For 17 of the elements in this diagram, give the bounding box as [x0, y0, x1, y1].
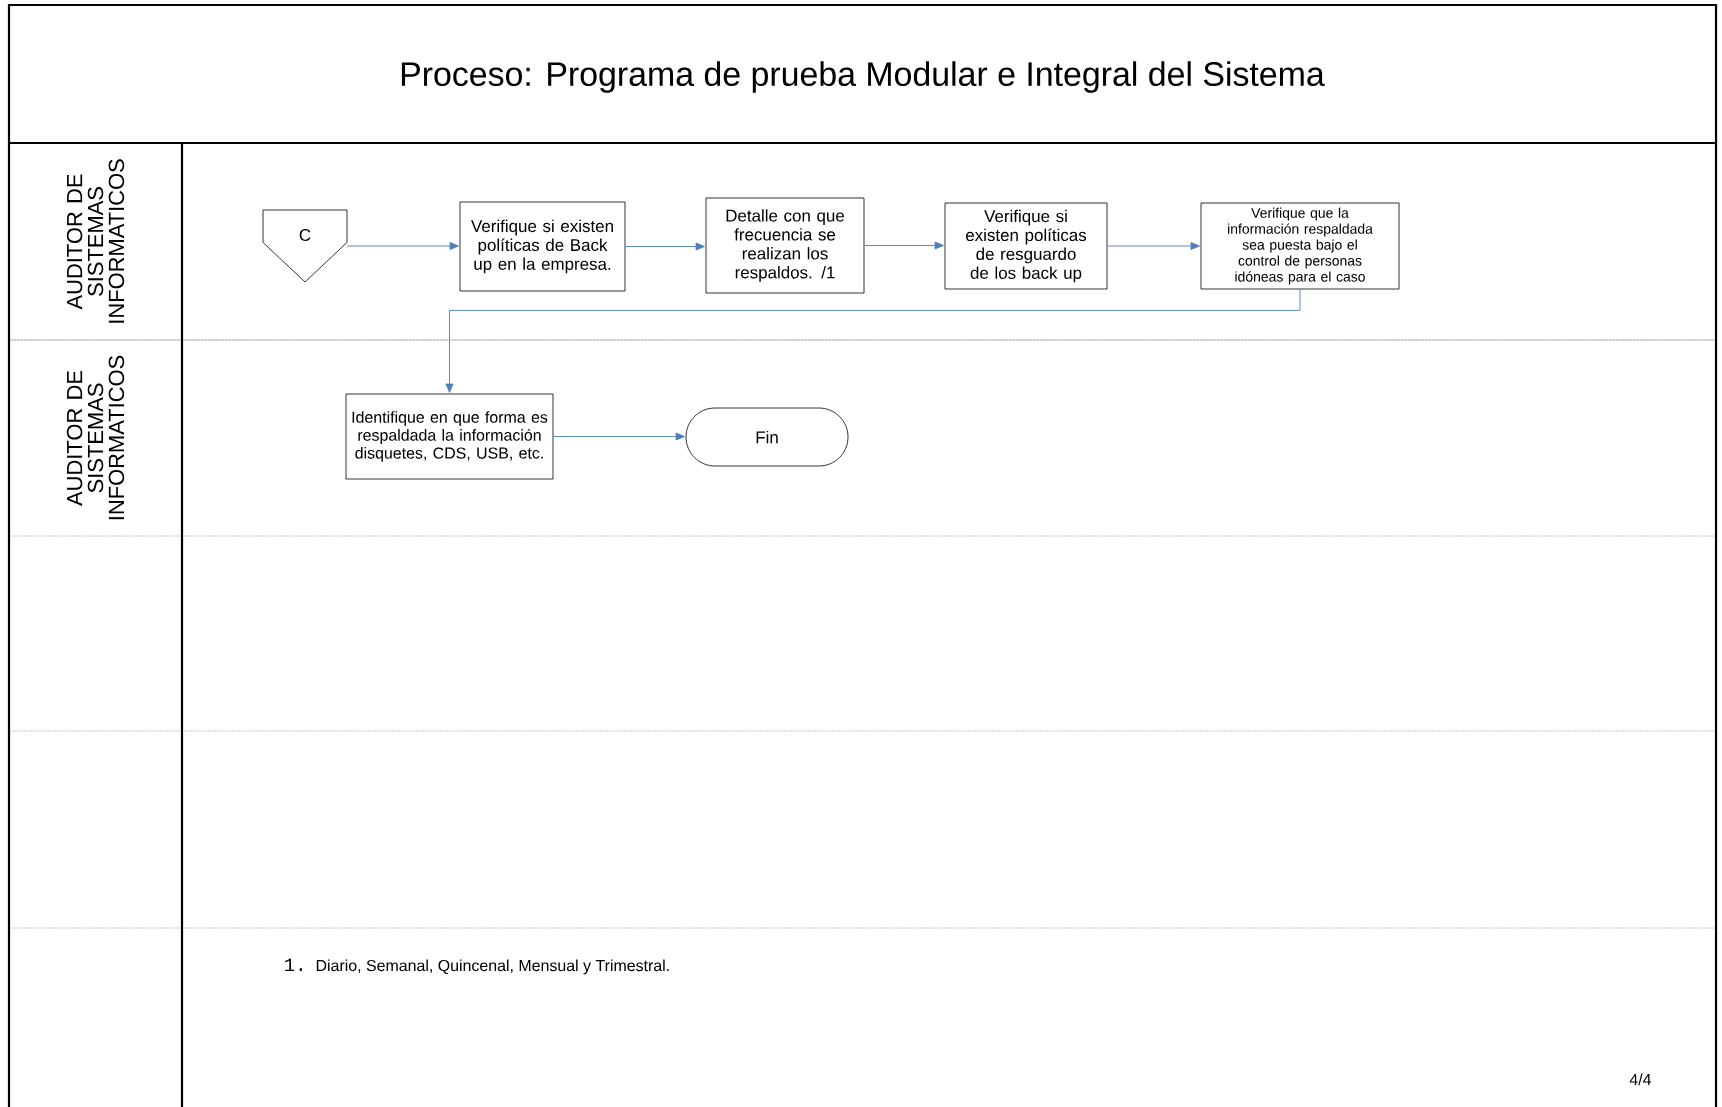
page-number: 4/4	[1629, 1073, 1652, 1086]
title: Proceso: Programa de prueba Modular e Integral del Sistema	[401, 61, 1325, 93]
process-box: Verifique si existen políticas de resguardo de los back up	[944, 202, 1108, 290]
process-box: Detalle con que frecuencia se realizan los respaldos. /1	[705, 197, 865, 294]
arrow	[863, 241, 944, 250]
process-box: Verifique si existen políticas de Back up en la empresa.	[459, 201, 626, 292]
arrow	[445, 288, 1301, 393]
process-box: Verifique que la información respaldada sea puesta bajo el control de personas idóneas para el caso	[1200, 202, 1400, 290]
arrow	[552, 432, 685, 441]
arrow	[624, 242, 705, 251]
footnote: Diario, Semanal, Quincenal, Mensual y Trimestral.	[316, 959, 669, 975]
off-page-connector: C	[262, 209, 348, 283]
terminator: Fin	[685, 407, 849, 467]
arrow	[346, 242, 459, 250]
footnote-number: 1.	[285, 958, 302, 971]
arrow	[1106, 242, 1200, 250]
process-box: Identifique en que forma es respaldada la información disquetes, CDS, USB, etc.	[345, 393, 554, 480]
